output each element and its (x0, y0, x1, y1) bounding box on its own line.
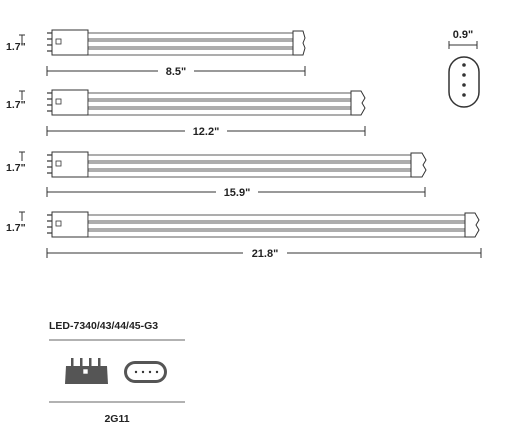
height-label: 1.7" (6, 41, 26, 53)
height-dimension: 1.7" (6, 34, 26, 53)
height-dimension: 1.7" (6, 90, 26, 111)
base-side-icon (65, 358, 108, 384)
end-view-pins (462, 63, 466, 97)
length-dimension: 8.5" (46, 66, 306, 78)
length-label: 21.8" (252, 248, 279, 260)
lamp-4: 1.7" 21.8" (6, 211, 482, 260)
base-info-panel: LED-7340/43/44/45-G3 2G11 (49, 320, 185, 425)
lamp-base (47, 89, 89, 116)
lamp-3: 1.7" 15.9" (6, 151, 427, 199)
height-dimension: 1.7" (6, 211, 26, 234)
base-end-icon (124, 361, 167, 383)
lamp-base (47, 151, 89, 178)
lamp-tube (87, 32, 294, 56)
lamp-tube (87, 92, 352, 116)
end-view-outline (448, 56, 480, 108)
lamp-base (47, 29, 89, 56)
lamp-tube (87, 154, 412, 178)
length-label: 15.9" (224, 187, 251, 199)
length-dimension: 15.9" (46, 187, 426, 199)
length-label: 8.5" (166, 66, 187, 78)
lamp-2: 1.7" 12.2" (6, 89, 366, 138)
length-dimension: 21.8" (46, 248, 482, 260)
lamp-end-cap (292, 30, 306, 56)
base-type: 2G11 (104, 413, 129, 425)
length-label: 12.2" (193, 126, 220, 138)
lamp-base (47, 211, 89, 238)
end-view: 0.9" (448, 29, 480, 108)
lamp-1: 1.7" 8.5" (6, 29, 306, 78)
lamp-end-cap (410, 152, 427, 178)
model-number: LED-7340/43/44/45-G3 (49, 320, 158, 332)
height-label: 1.7" (6, 99, 26, 111)
lamp-tube (87, 214, 466, 238)
end-view-width-label: 0.9" (453, 29, 474, 41)
lamp-end-cap (464, 212, 480, 238)
lamp-end-cap (350, 90, 366, 116)
height-label: 1.7" (6, 222, 26, 234)
height-dimension: 1.7" (6, 151, 26, 174)
height-label: 1.7" (6, 162, 26, 174)
length-dimension: 12.2" (46, 126, 366, 138)
